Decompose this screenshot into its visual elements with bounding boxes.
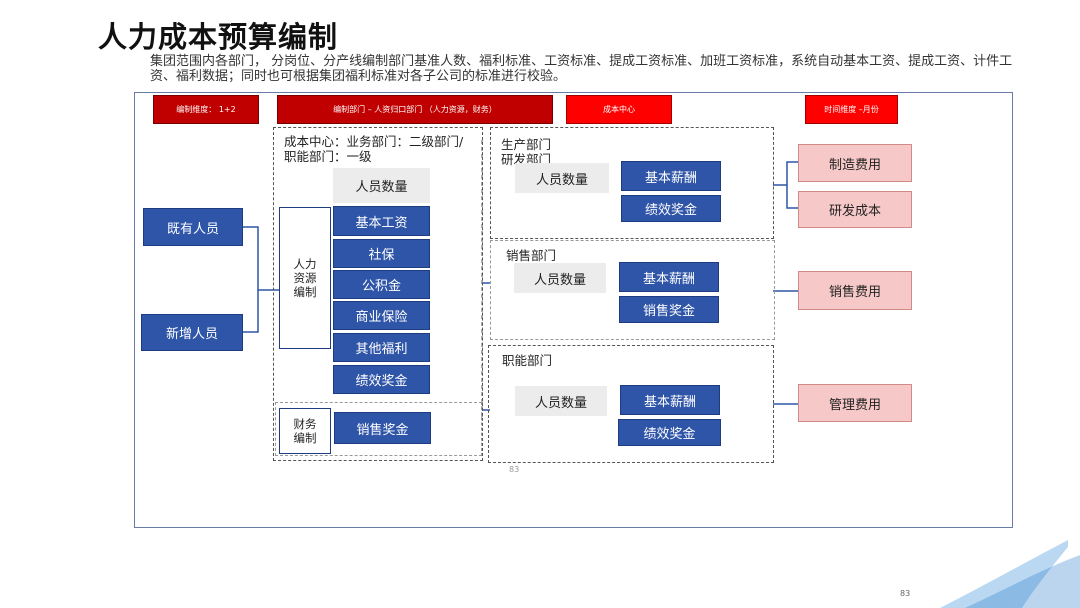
hr-label-box: 人力资源编制	[279, 207, 331, 349]
functional-base-salary: 基本薪酬	[620, 385, 720, 415]
functional-headcount: 人员数量	[515, 386, 607, 416]
dimension-header: 编制维度： 1+2	[153, 95, 259, 124]
time-header: 时间维度 –月份	[805, 95, 898, 124]
production-dept-container	[490, 127, 774, 239]
middle-item-basic-salary: 基本工资	[333, 206, 430, 236]
middle-item-housing-fund: 公积金	[333, 270, 430, 299]
functional-performance-bonus: 绩效奖金	[618, 419, 721, 446]
page-number: 83	[900, 589, 911, 598]
manufacturing-cost-box: 制造费用	[798, 144, 912, 182]
new-staff-box: 新增人员	[141, 314, 243, 351]
inner-page-number: 83	[509, 465, 520, 474]
production-performance-bonus: 绩效奖金	[621, 195, 721, 222]
existing-staff-box: 既有人员	[143, 208, 243, 246]
cost-center-header: 成本中心	[566, 95, 672, 124]
sales-base-salary: 基本薪酬	[619, 262, 719, 292]
middle-item-headcount: 人员数量	[333, 168, 430, 203]
middle-item-commercial-insurance: 商业保险	[333, 301, 430, 330]
page-title: 人力成本预算编制	[98, 20, 339, 54]
sales-dept-title: 销售部门	[506, 248, 557, 263]
functional-dept-title: 职能部门	[502, 353, 553, 368]
sales-sales-bonus: 销售奖金	[619, 296, 719, 323]
production-base-salary: 基本薪酬	[621, 161, 721, 191]
production-headcount: 人员数量	[515, 163, 609, 193]
middle-item-other-benefits: 其他福利	[333, 333, 430, 362]
diagram-frame	[134, 92, 1013, 528]
rnd-cost-box: 研发成本	[798, 191, 912, 228]
sales-headcount: 人员数量	[514, 263, 606, 293]
cost-center-container	[273, 127, 483, 461]
middle-item-social-security: 社保	[333, 239, 430, 268]
cost-center-header-text: 成本中心：业务部门：二级部门/职能部门：一级	[284, 134, 464, 164]
functional-dept-container	[488, 345, 774, 463]
finance-container	[275, 402, 482, 456]
middle-item-sales-bonus: 销售奖金	[334, 412, 431, 444]
finance-label-box: 财务编制	[279, 408, 331, 454]
sales-dept-container	[490, 240, 775, 340]
dept-header: 编制部门 – 人资归口部门 （人力资源，财务）	[277, 95, 553, 124]
description: 集团范围内各部门， 分岗位、分产线编制部门基准人数、福利标准、工资标准、提成工资…	[150, 54, 1013, 84]
selling-expense-box: 销售费用	[798, 271, 912, 310]
admin-expense-box: 管理费用	[798, 384, 912, 422]
middle-item-performance-bonus: 绩效奖金	[333, 365, 430, 394]
